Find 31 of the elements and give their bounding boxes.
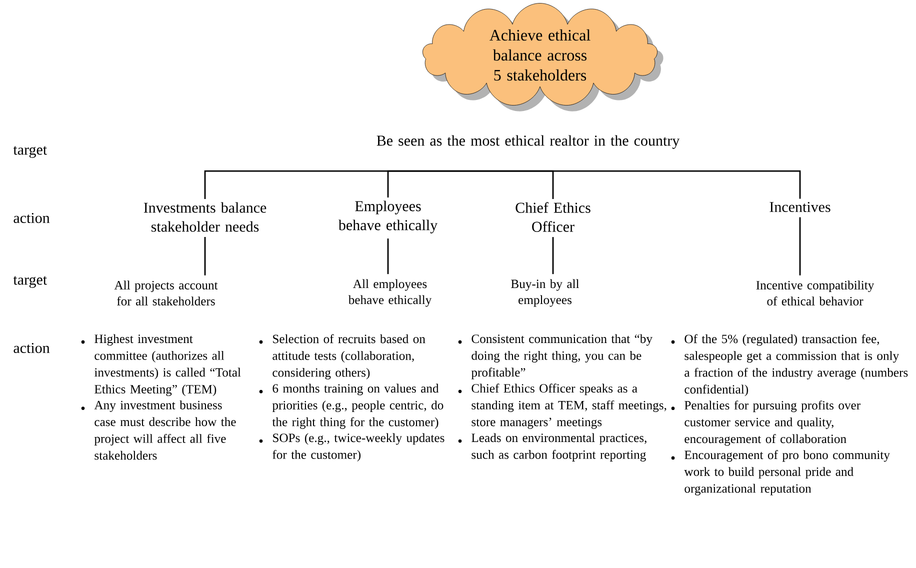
tree-text: Incentive compatibility of ethical behavior [756,280,874,306]
bullet-item: Encouragement of pro bono community work to build personal pride and organizational reputation [671,450,890,496]
tree-text: Investments balance stakeholder needs [144,202,266,232]
bullet-item: Consistent communication that “by doing the right thing, you can be profitable” [458,334,652,380]
row-label: target [13,146,47,158]
bullet-item: Selection of recruits based on attitude tests (collaboration, considering others) [259,334,426,380]
bullet-item: Penalties for pursuing profits over customer service and quality, encouragement of collaboration [671,400,860,446]
bullet-item: Any investment business case must describe how the project will affect all five stakeholders [81,400,236,460]
connector-line [387,170,528,198]
goal-cloud: Achieve ethical balance across 5 stakeholders [422,3,664,112]
bullet-item: SOPs (e.g., twice-weekly updates for the customer) [259,433,444,462]
tree-text: Be seen as the most ethical realtor in the country [376,135,680,149]
connector-line [528,170,801,199]
connector-line [387,238,389,274]
tree-text: Chief Ethics Officer [516,202,590,232]
bullet-item: Chief Ethics Officer speaks as a standing item at TEM, staff meetings, store managers’ meetings [458,384,666,429]
bullet-item: 6 months training on values and priorities (e.g., people centric, do the right thing for the customer) [259,384,444,429]
tree-text: Employees behave ethically [338,200,438,234]
bullet-item: Of the 5% (regulated) transaction fee, salespeople get a commission that is only a fraction of the industry average (numbers confidential) [671,334,908,396]
row-label: action [14,342,50,354]
tree-text: Incentives [770,202,830,212]
connector-line [552,237,554,274]
tree-text: All employees behave ethically [348,279,432,307]
tree-text: All projects account for all stakeholders [114,280,218,306]
tree-text: Buy-in by all employees [511,279,580,307]
bullet-item: Highest investment committee (authorizes all investments) is called “Total Ethics Meeting” (TEM) [81,334,241,396]
row-label: target [13,276,47,288]
row-label: action [14,212,50,224]
connector-line [204,236,206,276]
bullet-item: Leads on environmental practices, such as carbon footprint reporting [458,433,646,462]
connector-line [799,217,801,276]
